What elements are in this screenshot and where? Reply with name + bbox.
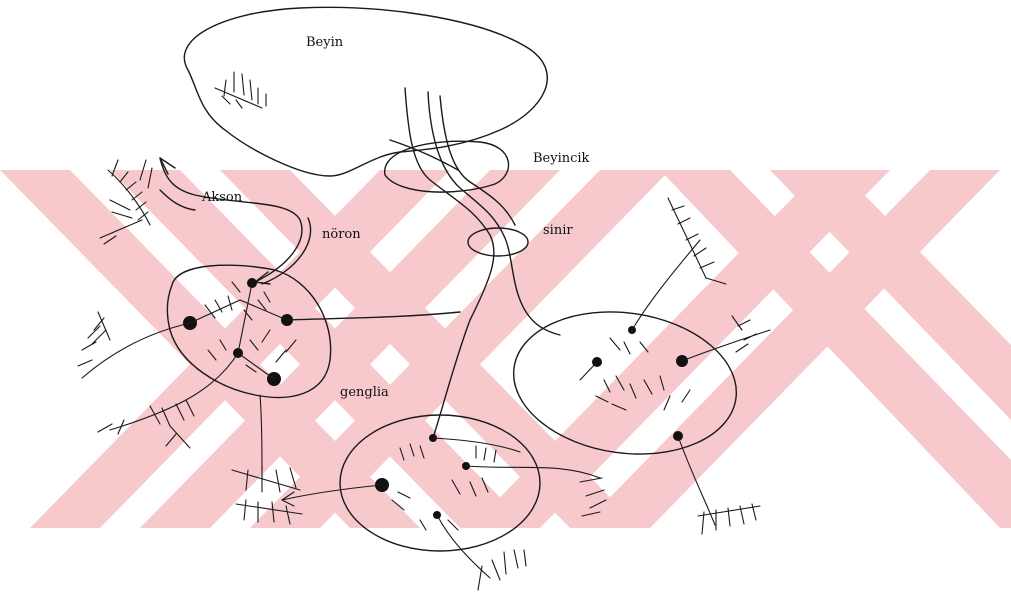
brain-outline [184,7,547,176]
label-brain: Beyin [306,35,344,50]
watermark [0,170,1011,528]
label-nerve: sinir [543,223,573,238]
label-neuron: nöron [322,227,361,242]
label-cerebellum: Beyincik [533,151,590,166]
label-ganglion: genglia [340,385,389,400]
label-axon: Akson [201,190,243,205]
brain-dendrite [215,72,266,108]
